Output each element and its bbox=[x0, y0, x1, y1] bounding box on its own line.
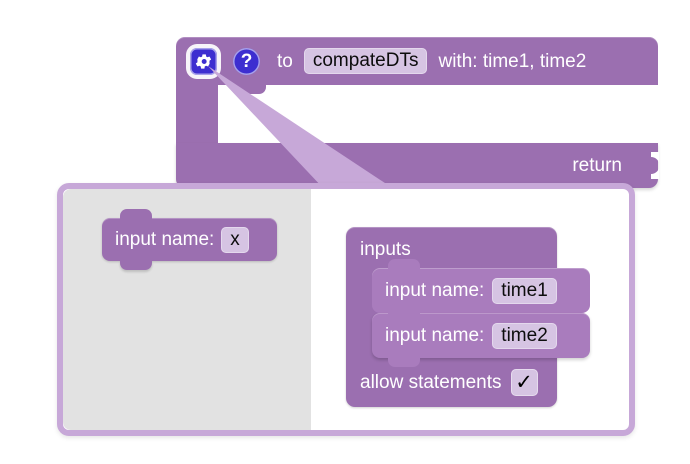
procedure-name-value: compateDTs bbox=[312, 50, 419, 71]
flyout-input-name-field[interactable]: x bbox=[221, 226, 249, 253]
block-bottom-notch bbox=[120, 260, 152, 270]
input-name-field[interactable]: time1 bbox=[492, 277, 557, 304]
flyout-input-name-value: x bbox=[230, 228, 240, 250]
mutator-inner-statement-gap: input name: time1 input name: time2 bbox=[372, 259, 590, 367]
allow-statements-checkbox[interactable]: ✓ bbox=[510, 369, 538, 396]
allow-statements-label: allow statements bbox=[360, 372, 502, 393]
flyout-input-name-label: input name: bbox=[115, 229, 215, 250]
mutator-container-block[interactable]: inputs input name: time1 input name: tim… bbox=[346, 227, 590, 407]
input-name-value: time2 bbox=[501, 324, 548, 346]
mutator-bubble-panel[interactable]: input name: x inputs input name: time1 bbox=[57, 183, 635, 436]
procedure-return-label: return bbox=[572, 155, 622, 176]
block-top-notch bbox=[388, 304, 420, 314]
input-name-label: input name: bbox=[385, 280, 485, 301]
procedure-header-row: ? to compateDTs with: time1, time2 bbox=[176, 37, 586, 85]
checkmark-icon: ✓ bbox=[515, 371, 533, 394]
procedure-statement-gap bbox=[218, 85, 658, 143]
input-name-field[interactable]: time2 bbox=[492, 322, 557, 349]
input-name-value: time1 bbox=[501, 279, 548, 301]
input-name-label: input name: bbox=[385, 325, 485, 346]
procedure-definition-block[interactable]: ? to compateDTs with: time1, time2 retur… bbox=[176, 37, 659, 188]
block-top-notch bbox=[388, 259, 420, 269]
help-glyph: ? bbox=[240, 50, 253, 72]
flyout-input-name-block[interactable]: input name: x bbox=[102, 209, 277, 270]
procedure-return-row: return bbox=[176, 143, 659, 188]
procedure-name-field[interactable]: compateDTs bbox=[303, 48, 428, 74]
gear-icon[interactable] bbox=[190, 47, 217, 75]
allow-statements-row[interactable]: allow statements ✓ bbox=[360, 369, 538, 396]
question-mark-icon[interactable]: ? bbox=[233, 47, 260, 75]
mutator-flyout[interactable]: input name: x bbox=[63, 189, 311, 430]
value-input-socket[interactable] bbox=[643, 152, 659, 179]
mutator-input-row[interactable]: input name: time2 bbox=[372, 304, 590, 367]
procedure-to-label: to bbox=[277, 50, 293, 72]
procedure-params-label: with: time1, time2 bbox=[438, 50, 587, 72]
mutator-container-label: inputs bbox=[360, 239, 411, 260]
block-bottom-notch bbox=[388, 357, 420, 367]
block-top-notch bbox=[120, 209, 152, 219]
